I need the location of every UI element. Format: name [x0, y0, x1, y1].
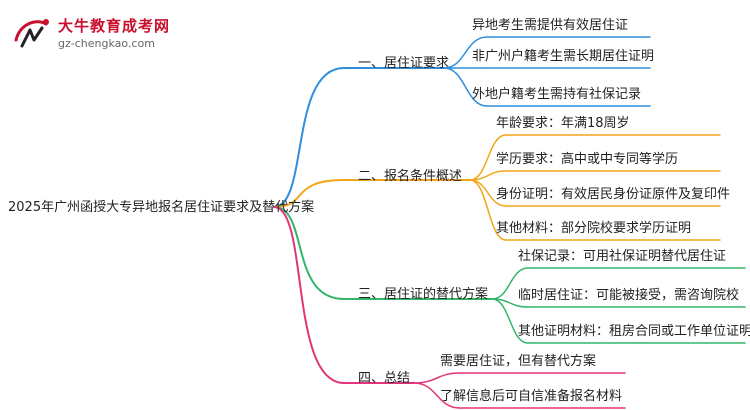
branch-label: 二、报名条件概述: [358, 169, 463, 184]
leaf-label: 非广州户籍考生需长期居住证明: [472, 49, 655, 64]
bull-logo-icon: [14, 19, 49, 48]
site-logo[interactable]: 大牛教育成考网 gz-chengkao.com: [10, 10, 210, 56]
leaf-label: 其他证明材料：租房合同或工作单位证明信: [518, 324, 750, 339]
leaf-connector: [469, 134, 507, 181]
root-branch-connector: [273, 206, 345, 384]
leaf-label: 了解信息后可自信准备报名材料: [440, 389, 623, 404]
leaf-connector: [443, 67, 488, 107]
root-topic: 2025年广州函授大专异地报名居住证要求及替代方案: [8, 200, 315, 215]
root-branch-connector: [273, 67, 345, 208]
branch-label: 四、总结: [358, 371, 411, 386]
leaf-connector: [443, 36, 488, 69]
logo-name: 大牛教育成考网: [58, 17, 171, 35]
leaf-connector: [491, 267, 529, 300]
branch-label: 三、居住证的替代方案: [358, 287, 489, 302]
branch-label: 一、居住证要求: [358, 56, 450, 71]
root-branch-connector: [273, 179, 345, 208]
logo-url: gz-chengkao.com: [58, 37, 155, 50]
leaf-label: 异地考生需提供有效居住证: [472, 18, 629, 33]
leaf-label: 其他材料：部分院校要求学历证明: [496, 221, 692, 236]
leaf-label: 身份证明：有效居民身份证原件及复印件: [496, 187, 731, 202]
leaf-label: 社保记录：可用社保证明替代居住证: [518, 249, 727, 264]
leaf-connector: [413, 372, 461, 384]
leaf-connector: [491, 298, 529, 344]
leaf-connector: [469, 179, 507, 241]
leaf-connector: [413, 382, 461, 409]
leaf-label: 年龄要求：年满18周岁: [496, 116, 630, 131]
leaf-label: 临时居住证：可能被接受，需咨询院校: [518, 288, 740, 303]
leaf-label: 学历要求：高中或中专同等学历: [496, 152, 679, 167]
leaf-label: 需要居住证，但有替代方案: [440, 354, 597, 369]
root-branch-connector: [273, 206, 345, 300]
leaf-label: 外地户籍考生需持有社保记录: [472, 87, 642, 102]
